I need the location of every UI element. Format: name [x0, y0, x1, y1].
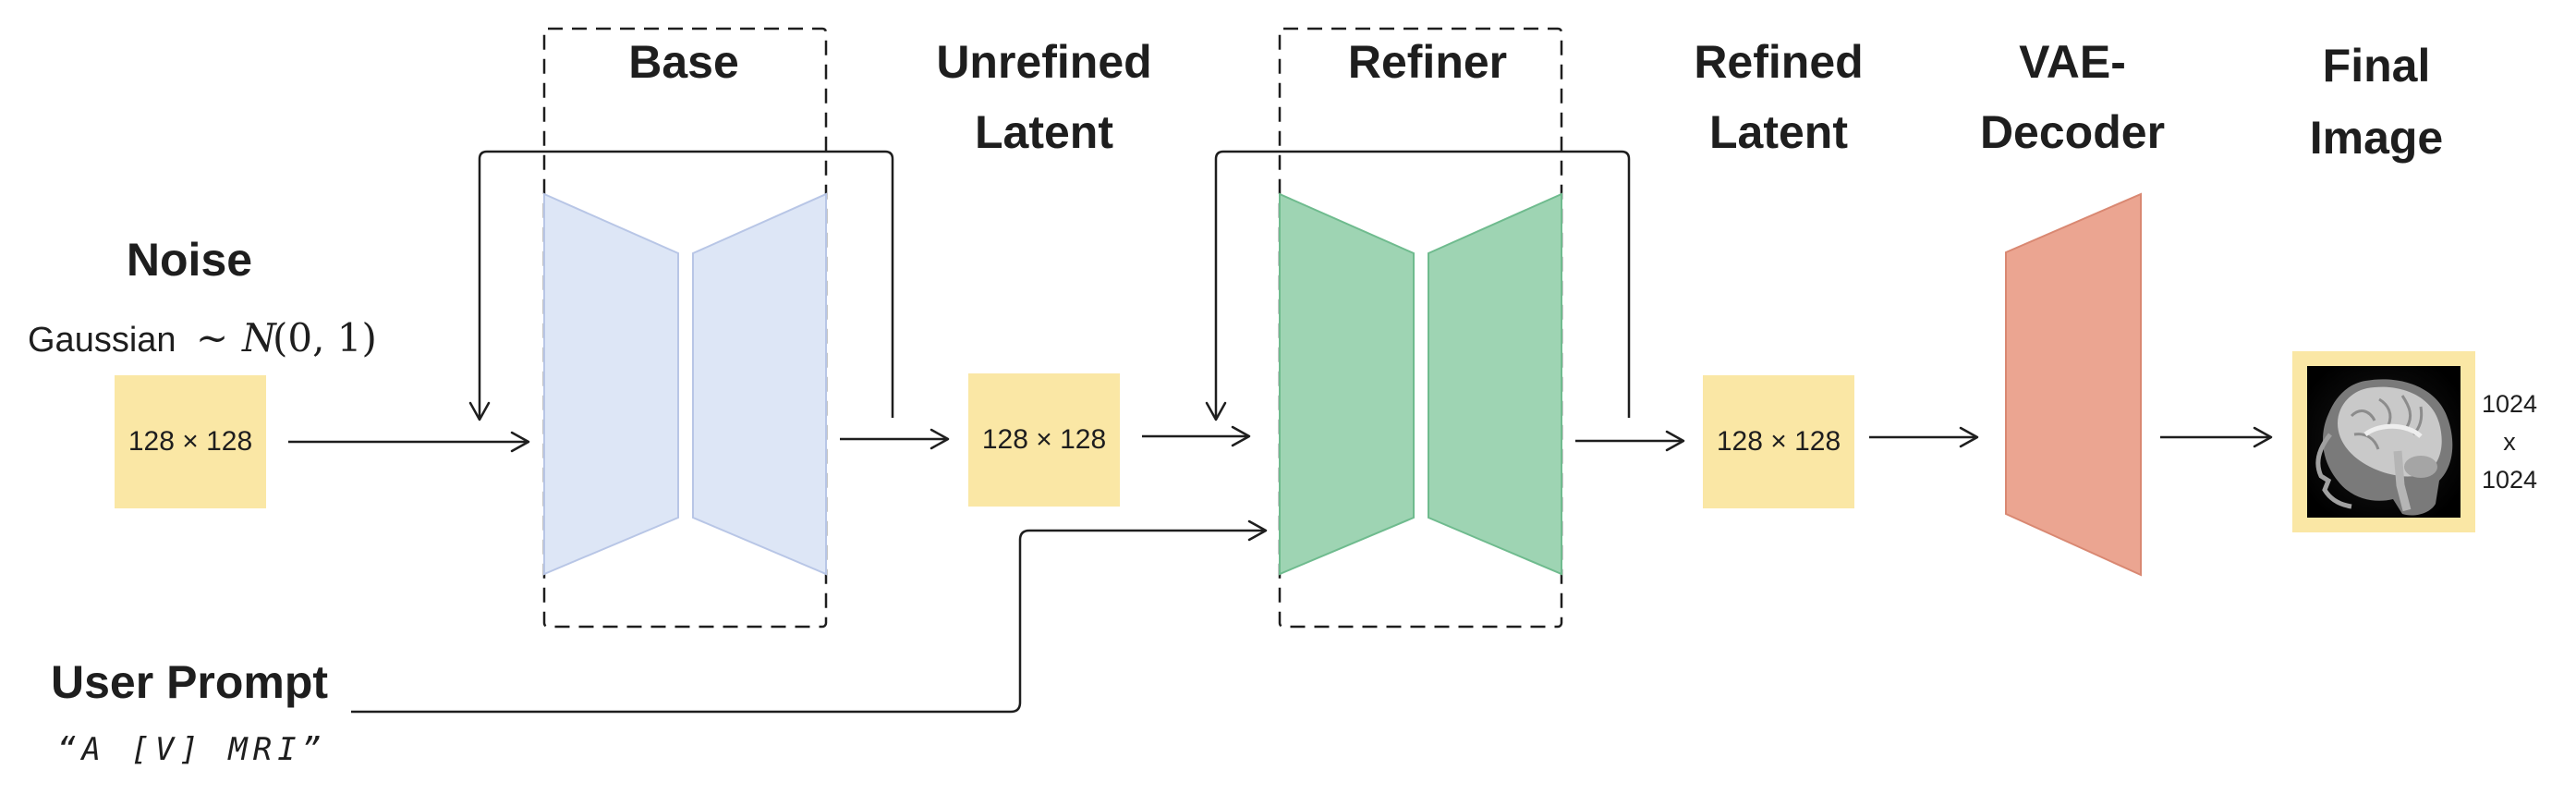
base-title: Base [628, 36, 739, 88]
noise-latent-label: 128 × 128 [128, 426, 252, 457]
arrow-prompt-to-refiner [351, 519, 1268, 714]
vae-title-line1: VAE- [2019, 36, 2126, 88]
noise-tilde: ~ [196, 315, 228, 360]
noise-distribution: Gaussian ~ N (0, 1) [28, 315, 377, 360]
final-title-line2: Image [2310, 112, 2444, 164]
unrefined-title-line2: Latent [975, 106, 1113, 158]
refined-title-line1: Refined [1694, 36, 1863, 88]
noise-N: N [241, 315, 277, 360]
brain-mri-sagittal-icon [2307, 366, 2461, 518]
refined-latent-box [1703, 375, 1854, 508]
refined-title-line2: Latent [1709, 106, 1848, 158]
base-feedback-arrow [468, 150, 894, 421]
vae-decoder-shape [2005, 192, 2142, 577]
final-size-line2: x [2503, 428, 2516, 456]
vae-title-line2: Decoder [1980, 106, 2165, 158]
unrefined-title-line1: Unrefined [936, 36, 1151, 88]
unrefined-latent-box [968, 373, 1120, 507]
final-size-line3: 1024 [2482, 466, 2537, 494]
user-prompt-text: “A [V] MRI” [57, 731, 326, 768]
refiner-title: Refiner [1348, 36, 1507, 88]
refiner-feedback-arrow [1205, 150, 1631, 421]
base-encoder-shape [543, 192, 679, 576]
noise-title: Noise [127, 234, 252, 286]
final-size-line1: 1024 [2482, 390, 2537, 418]
noise-prefix: Gaussian [28, 321, 176, 360]
final-title-line1: Final [2323, 40, 2431, 92]
base-decoder-shape [692, 192, 827, 576]
user-prompt-title: User Prompt [51, 656, 328, 708]
noise-latent-box [115, 375, 266, 508]
refiner-decoder-shape [1428, 192, 1562, 576]
noise-args: (0, 1) [273, 315, 377, 360]
unrefined-latent-label: 128 × 128 [982, 424, 1106, 455]
refined-latent-label: 128 × 128 [1717, 426, 1841, 457]
refiner-encoder-shape [1279, 192, 1415, 576]
